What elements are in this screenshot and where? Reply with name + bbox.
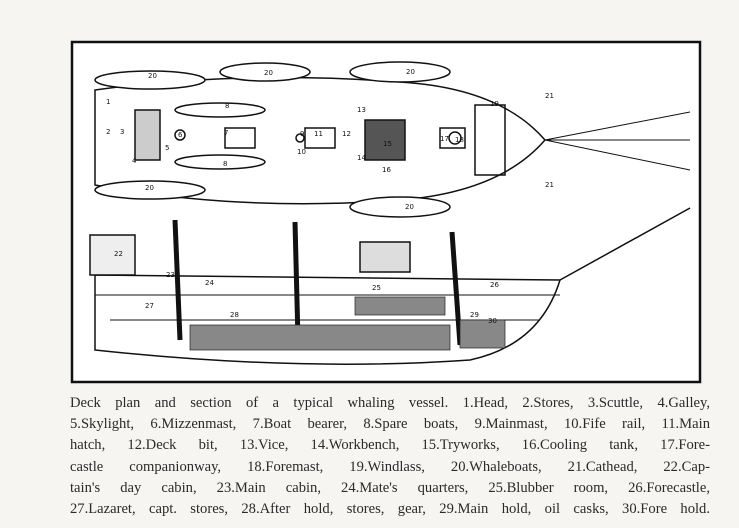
caption-line: hatch, 12.Deck bit, 13.Vice, 14.Workbenc…	[70, 437, 710, 454]
figure-label: 18	[455, 136, 464, 144]
figure-label: 29	[470, 311, 479, 319]
figure-label: 20	[405, 203, 414, 211]
figure-label: 20	[145, 184, 154, 192]
figure-label: 7	[224, 129, 228, 137]
figure-label: 2	[106, 128, 110, 136]
figure-label: 14	[357, 154, 366, 162]
figure-label: 17	[440, 135, 449, 143]
figure-label: 22	[114, 250, 123, 258]
figure-label: 30	[488, 317, 497, 325]
figure-label: 26	[490, 281, 499, 289]
figure-label: 15	[383, 140, 392, 148]
figure-label: 10	[297, 148, 306, 156]
figure-label: 28	[230, 311, 239, 319]
figure-label: 24	[205, 279, 214, 287]
figure-label: 19	[490, 100, 499, 108]
caption-line: tain's day cabin, 23.Main cabin, 24.Mate…	[70, 479, 710, 496]
figure-label: 8	[223, 160, 227, 168]
caption-line: castle companionway, 18.Foremast, 19.Win…	[70, 458, 710, 475]
figure-label: 27	[145, 302, 154, 310]
caption-line: 27.Lazaret, capt. stores, 28.After hold,…	[70, 501, 710, 518]
figure-label: 16	[382, 166, 391, 174]
figure-label: 21	[545, 92, 554, 100]
figure-label: 6	[178, 131, 183, 139]
figure-label: 20	[148, 72, 157, 80]
figure-caption: Deck plan and section of a typical whali…	[70, 393, 710, 520]
figure-label: 25	[372, 284, 381, 292]
figure-label: 20	[264, 69, 273, 77]
figure-label: 11	[314, 130, 323, 138]
section-view	[89, 207, 691, 365]
figure-label: 23	[166, 271, 175, 279]
figure-label: 8	[225, 102, 229, 110]
caption-line: 5.Skylight, 6.Mizzenmast, 7.Boat bearer,…	[70, 416, 710, 433]
figure-label: 13	[357, 106, 366, 114]
figure-label: 5	[165, 144, 169, 152]
figure-label: 3	[120, 128, 124, 136]
caption-line: Deck plan and section of a typical whali…	[70, 395, 710, 411]
figure-label: 9	[300, 130, 304, 138]
figure-label: 1	[106, 98, 110, 106]
deck-plan	[94, 61, 691, 218]
figure-label: 20	[406, 68, 415, 76]
figure-label: 4	[132, 157, 137, 165]
figure-label: 12	[342, 130, 351, 138]
figure-label: 21	[545, 181, 554, 189]
